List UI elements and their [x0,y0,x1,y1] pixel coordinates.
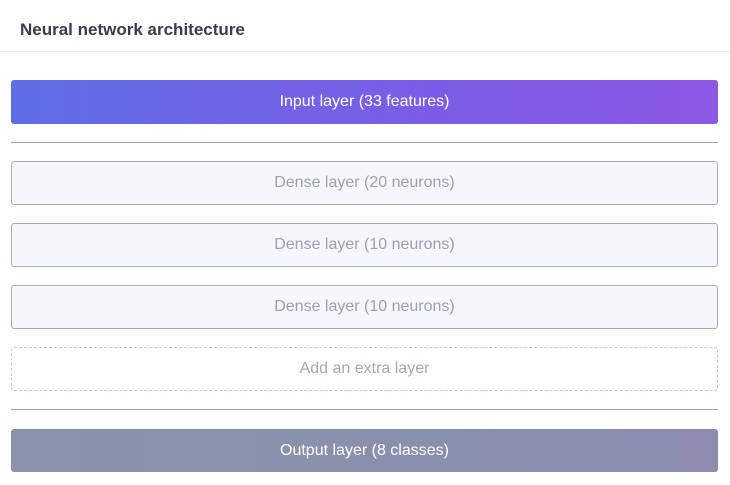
divider-top [11,142,718,143]
input-layer-label: Input layer (33 features) [279,93,450,110]
input-layer-block[interactable]: Input layer (33 features) [11,80,718,124]
dense-layer-2[interactable]: Dense layer (10 neurons) [11,223,718,267]
add-layer-label: Add an extra layer [299,360,430,377]
dense-layer-3[interactable]: Dense layer (10 neurons) [11,285,718,329]
dense-layer-label: Dense layer (10 neurons) [274,298,455,315]
add-layer-button[interactable]: Add an extra layer [11,347,718,391]
panel-header: Neural network architecture [0,0,730,52]
output-layer-block[interactable]: Output layer (8 classes) [11,429,718,472]
dense-layer-label: Dense layer (10 neurons) [274,236,455,253]
output-layer-label: Output layer (8 classes) [280,441,449,459]
divider-bottom [11,409,718,410]
dense-layer-label: Dense layer (20 neurons) [274,174,455,191]
dense-layer-1[interactable]: Dense layer (20 neurons) [11,161,718,205]
page-title: Neural network architecture [20,20,245,39]
